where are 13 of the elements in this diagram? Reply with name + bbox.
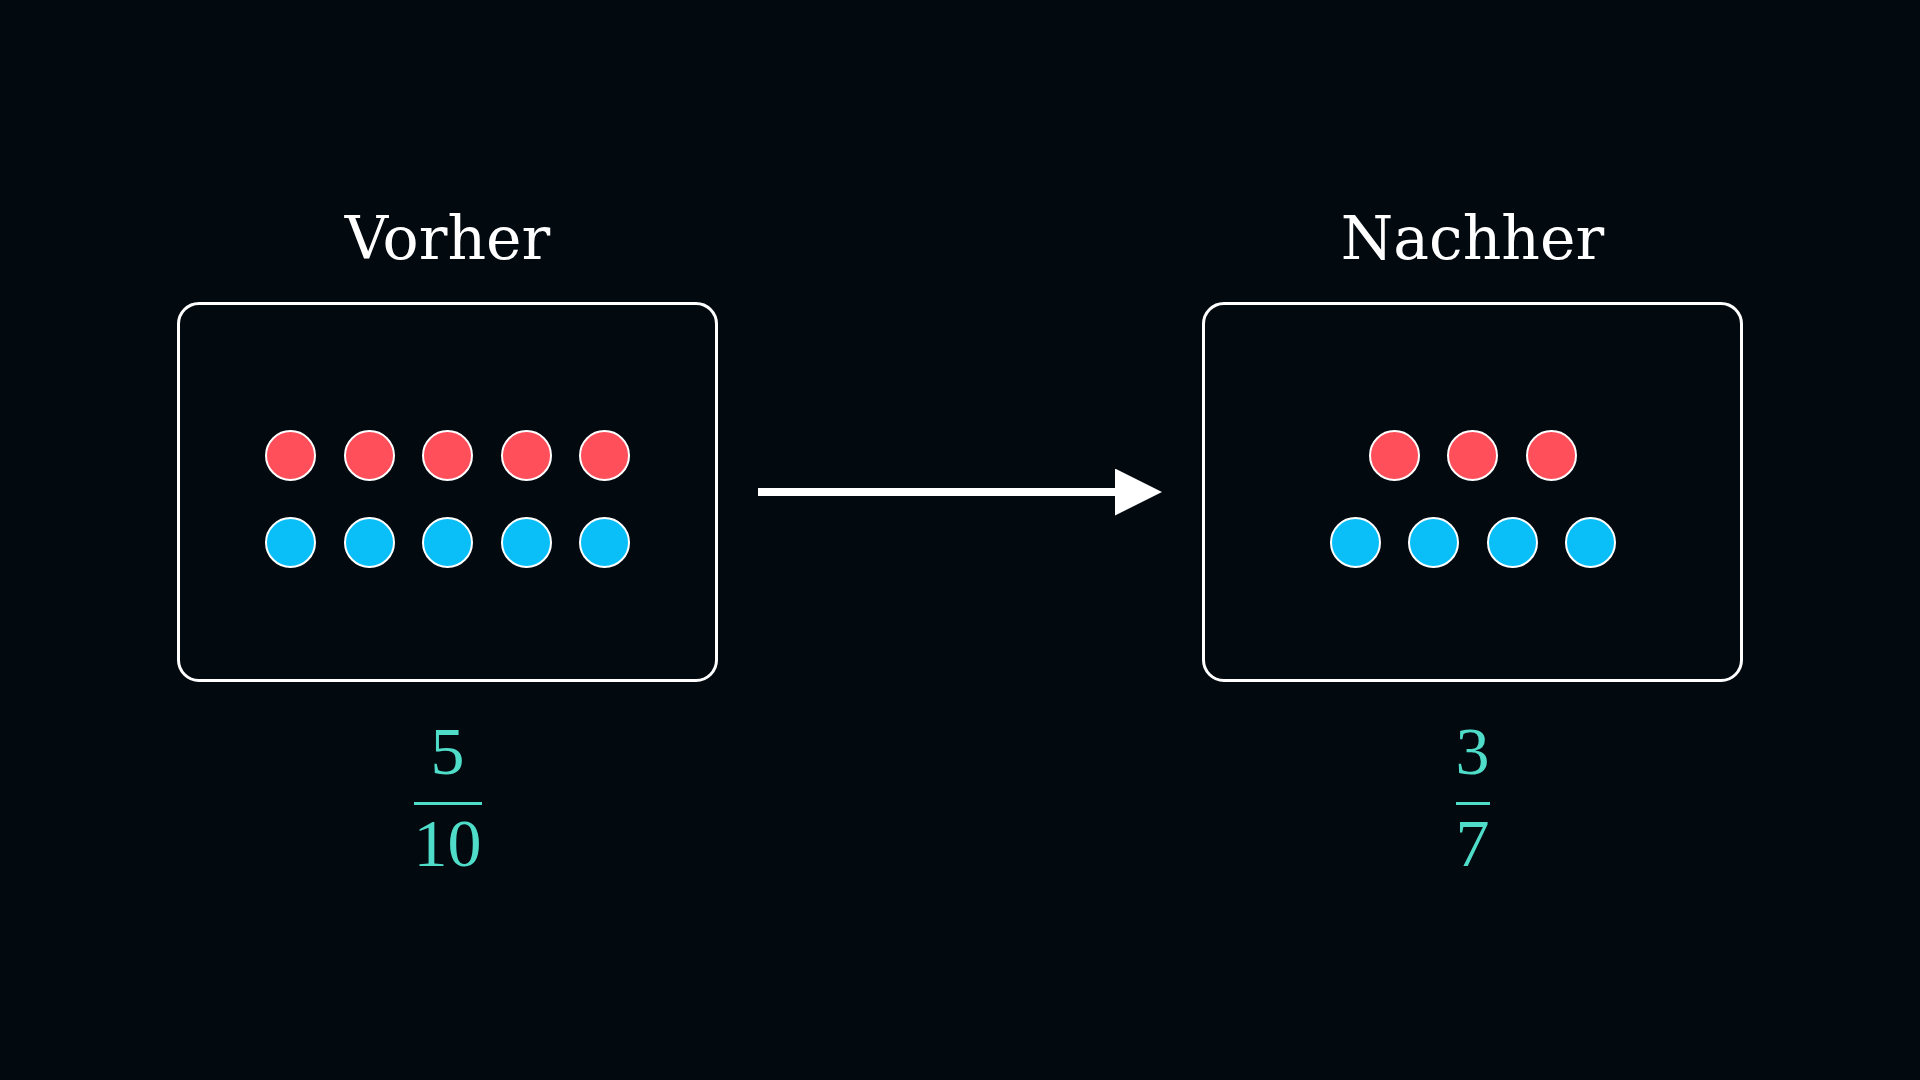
counter-dot	[265, 429, 316, 481]
panel-title: Vorher	[344, 202, 551, 274]
fraction-numerator: 5	[429, 717, 466, 785]
counter-dot	[422, 429, 473, 481]
counter-dot	[422, 516, 473, 568]
counter-dot	[579, 429, 630, 481]
fraction-denominator: 10	[413, 809, 482, 877]
counter-dot	[265, 516, 316, 568]
counter-dot	[579, 516, 630, 568]
fraction-denominator: 7	[1455, 809, 1490, 877]
panel-title: Nachher	[1340, 202, 1605, 274]
fraction-numerator: 3	[1455, 717, 1490, 785]
counter-dot	[1447, 429, 1498, 481]
